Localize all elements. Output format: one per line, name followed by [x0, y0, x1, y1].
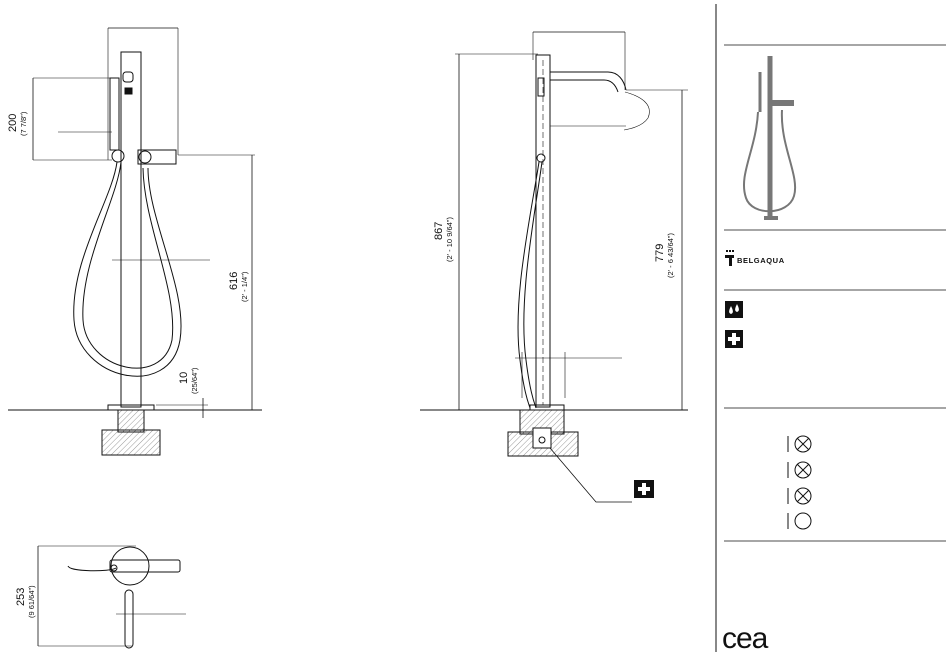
dim-253-imperial-label: (9 61/64")	[27, 585, 36, 618]
dim-10-label: 10	[178, 372, 190, 384]
front-view-dimensions: 200 (7 7/8") 616 (2' - 1/4") 10 (25/64")	[7, 111, 249, 394]
brand-label: BELGAQUA	[737, 256, 785, 265]
dim-200-imperial-label: (7 7/8")	[19, 111, 28, 136]
front-view	[8, 28, 262, 455]
top-view	[38, 546, 186, 648]
product-thumbnail	[744, 56, 795, 220]
dim-200-label: 200	[7, 114, 19, 132]
dim-10-imperial-label: (25/64")	[190, 367, 199, 394]
feature-symbols	[788, 436, 811, 529]
belgaqua-logo	[725, 250, 734, 266]
dim-616-label: 616	[228, 272, 240, 290]
plus-icon	[725, 330, 743, 348]
side-view-dimensions: 867 (2' - 10 9/64") 779 (2' - 6 43/64")	[433, 217, 675, 278]
sidebar	[716, 4, 946, 652]
dim-867-label: 867	[433, 222, 445, 240]
water-drops-icon	[725, 301, 743, 318]
plus-marker-icon	[634, 480, 654, 498]
dim-779-label: 779	[654, 244, 666, 262]
cea-logo: cea	[722, 622, 769, 655]
dim-616-imperial-label: (2' - 1/4")	[240, 271, 249, 302]
dim-779-imperial-label: (2' - 6 43/64")	[666, 233, 675, 278]
side-view	[420, 32, 688, 502]
dim-867-imperial-label: (2' - 10 9/64")	[445, 217, 454, 262]
dim-253-label: 253	[15, 588, 27, 606]
top-view-dimensions: 253 (9 61/64")	[15, 585, 36, 618]
